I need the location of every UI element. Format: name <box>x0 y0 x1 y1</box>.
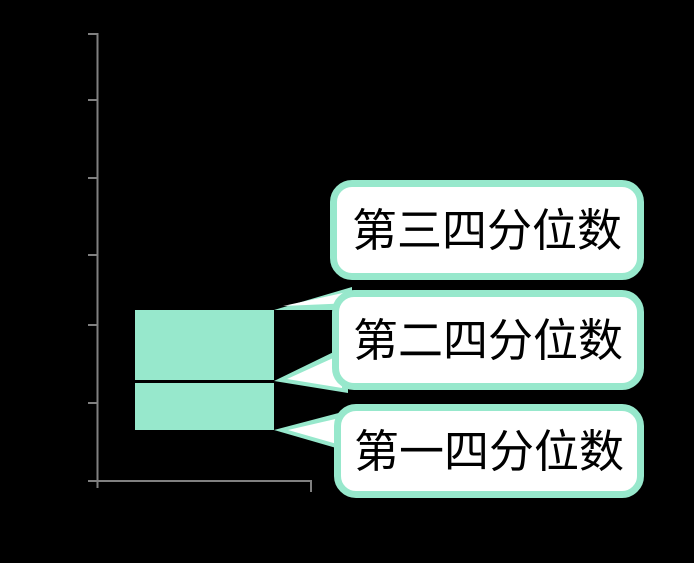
y-axis-ticks <box>88 33 98 482</box>
callout-first-quartile[interactable]: 第一四分位数 <box>334 404 644 498</box>
callout-tail-q1-inner <box>288 417 344 446</box>
callout-third-quartile-label: 第三四分位数 <box>351 203 622 257</box>
callout-third-quartile[interactable]: 第三四分位数 <box>330 180 644 280</box>
callout-tail-q2-inner <box>287 354 342 388</box>
box-lower-quartile-region <box>135 383 274 430</box>
callout-second-quartile-label: 第二四分位数 <box>352 313 623 367</box>
callout-second-quartile[interactable]: 第二四分位数 <box>332 290 644 390</box>
callout-first-quartile-label: 第一四分位数 <box>353 424 624 478</box>
box-upper-quartile-region <box>135 310 274 380</box>
